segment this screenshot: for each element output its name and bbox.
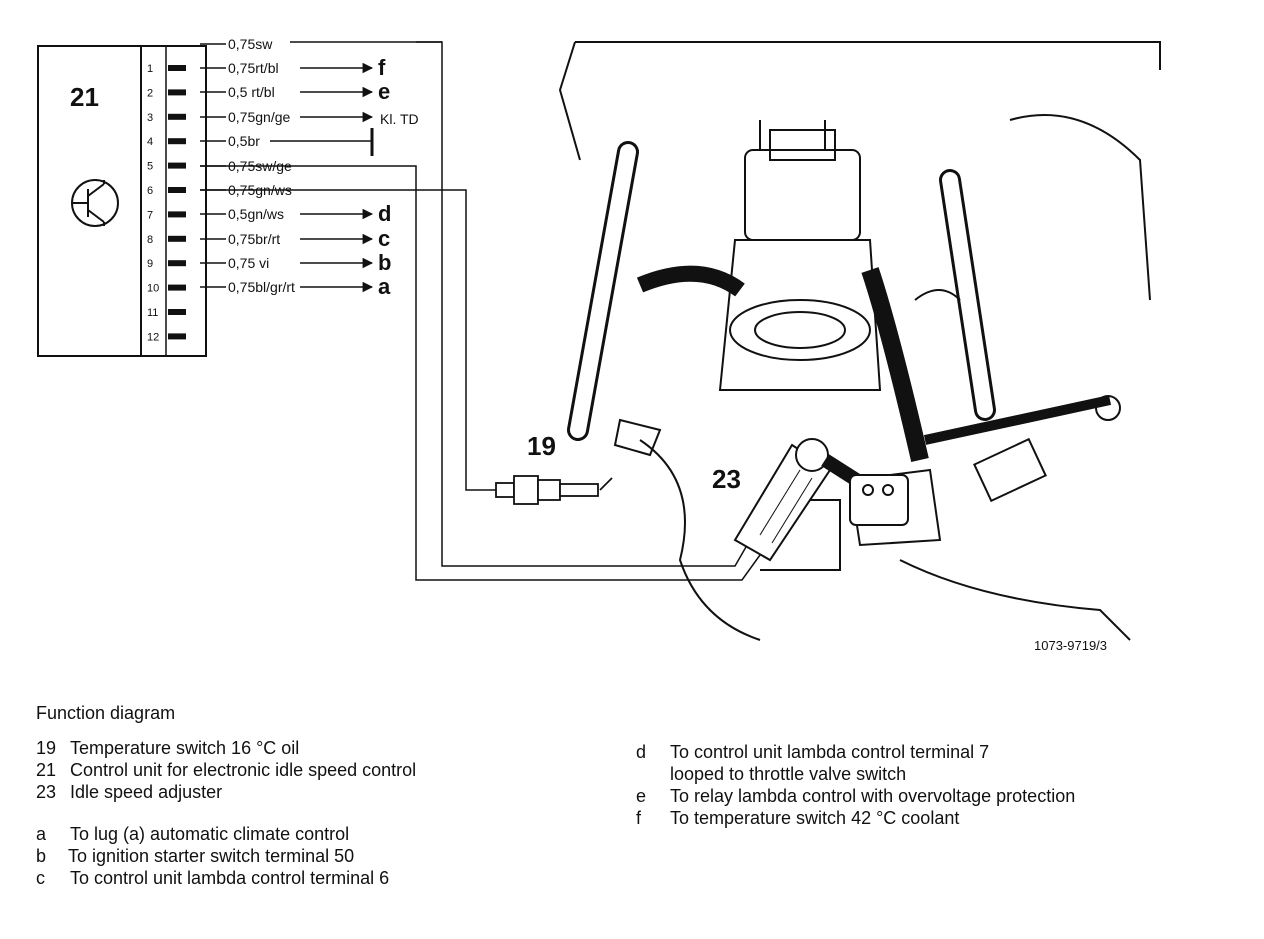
transistor-icon — [71, 179, 119, 227]
wire: 0,5 rt/bl e — [200, 79, 390, 104]
pin-number: 11 — [147, 307, 158, 319]
wire: 0,75 vi b — [200, 250, 391, 275]
idle-speed-adjuster-23 — [733, 438, 909, 562]
pin-terminal — [168, 309, 186, 315]
legend-title: Function diagram — [36, 703, 176, 723]
pin-terminal — [168, 138, 186, 145]
callout-23: 23 — [712, 464, 741, 494]
wire-destination: a — [378, 274, 391, 299]
wire: 0,5br — [200, 133, 260, 149]
temperature-switch-19 — [495, 475, 613, 505]
pin-number: 4 — [147, 136, 153, 148]
engine-illustration — [558, 41, 1161, 641]
wire-destination: b — [378, 250, 391, 275]
pin-number: 6 — [147, 185, 153, 197]
pin-number: 9 — [147, 258, 153, 270]
pin-terminal — [168, 89, 186, 96]
wire: 0,75bl/gr/rt a — [200, 274, 391, 299]
wire-label: 0,5 rt/bl — [228, 84, 275, 100]
wire-label: 0,75gn/ge — [228, 109, 290, 125]
wire-label: 0,75bl/gr/rt — [228, 279, 295, 295]
pin-number: 8 — [147, 234, 153, 246]
wire: 0,75sw — [200, 36, 273, 52]
pin-number: 12 — [147, 331, 159, 343]
wire-label: 0,5br — [228, 133, 260, 149]
wire: 0,75gn/ge Kl. TD — [200, 109, 419, 127]
pin-number: 7 — [147, 209, 153, 221]
pin-terminal — [168, 211, 186, 218]
wire-label: 0,75rt/bl — [228, 60, 279, 76]
pin-terminal — [168, 187, 186, 193]
wire-label: 0,75 vi — [228, 255, 269, 271]
pin-terminal — [168, 333, 186, 340]
control-unit-number: 21 — [70, 82, 99, 112]
wire-destination: Kl. TD — [380, 111, 419, 127]
wire: 0,75rt/bl f — [200, 55, 386, 80]
pin-number: 3 — [147, 112, 153, 124]
pin-terminal — [168, 162, 186, 169]
pin-terminal — [168, 260, 186, 267]
callout-19: 19 — [527, 431, 556, 461]
wire-label: 0,75sw — [228, 36, 273, 52]
wire: 0,5gn/ws d — [200, 201, 391, 226]
legend-item-cont: looped to throttle valve switch — [670, 764, 907, 784]
wire-to-adjuster — [200, 41, 761, 581]
wire-harness: 0,75sw 0,75rt/bl f 0,5 rt/bl e 0,75gn/ge Kl. T… — [200, 36, 442, 299]
figure-id: 1073-9719/3 — [1034, 638, 1108, 653]
pin-terminal — [168, 235, 186, 242]
left-fuel-rail — [567, 141, 639, 441]
pin-terminal — [168, 113, 186, 120]
right-fuel-rail — [939, 169, 996, 421]
throttle-housing — [718, 120, 882, 391]
pin-terminal — [168, 65, 186, 71]
wire-label: 0,75br/rt — [228, 231, 280, 247]
wire-destination: f — [378, 55, 386, 80]
pin-number: 2 — [147, 87, 153, 99]
pin-number: 5 — [147, 161, 153, 173]
wire-destination: e — [378, 79, 390, 104]
pin-number: 1 — [147, 63, 153, 75]
wire-destination: d — [378, 201, 391, 226]
wire-destination: c — [378, 226, 390, 251]
pin-number: 10 — [147, 283, 159, 295]
wire-label: 0,5gn/ws — [228, 206, 284, 222]
wire: 0,75br/rt c — [200, 226, 390, 251]
pin-terminal — [168, 284, 186, 291]
